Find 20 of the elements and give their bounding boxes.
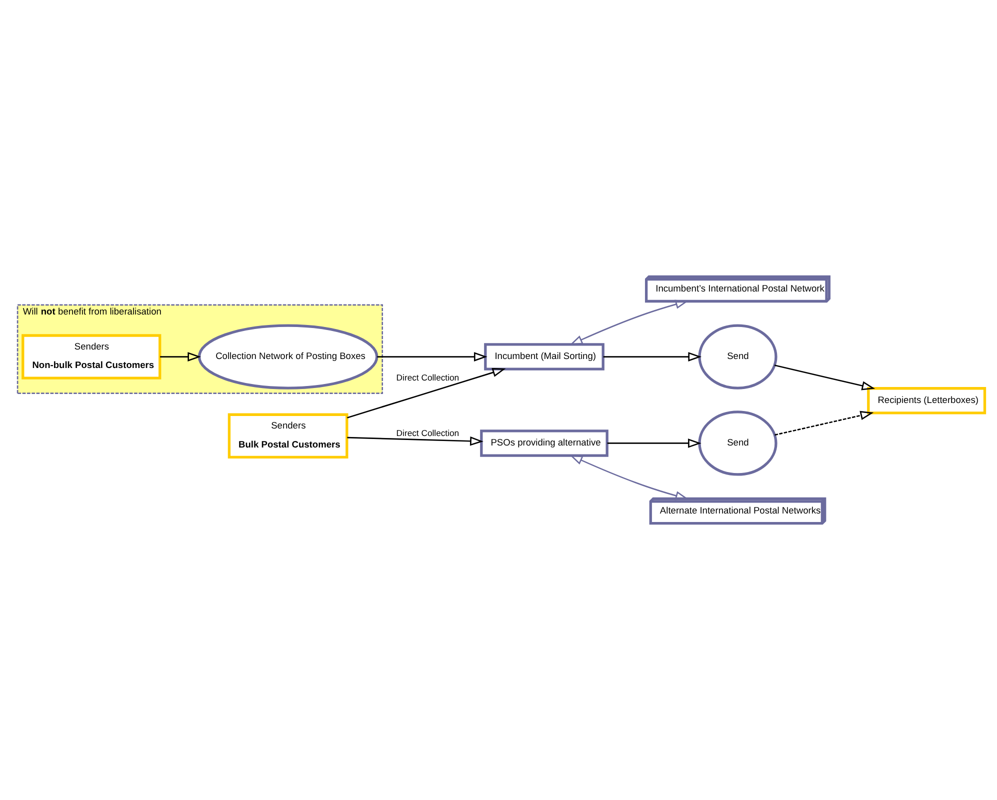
arrow <box>607 438 702 448</box>
node-ellipse: Send <box>698 410 778 476</box>
arrow <box>347 436 484 446</box>
arrow <box>377 352 488 362</box>
edge-label: Direct Collection <box>396 372 460 382</box>
arrow <box>347 368 506 418</box>
node-box: Recipients (Letterboxes) <box>867 387 986 414</box>
node-box: PSOs providing alternative <box>480 430 608 457</box>
node-ellipse: Send <box>698 324 778 390</box>
node-box: Senders Bulk Postal Customers <box>228 413 348 458</box>
arrow <box>569 454 689 500</box>
arrow <box>160 352 201 362</box>
arrow <box>603 352 702 362</box>
node-box: Senders Non-bulk Postal Customers <box>22 334 162 380</box>
node-ellipse: Collection Network of Posting Boxes <box>198 324 378 390</box>
edge-label: Direct Collection <box>396 428 460 438</box>
arrow <box>774 410 874 436</box>
arrow <box>569 300 689 346</box>
arrow <box>774 364 876 390</box>
node-box: Incumbent (Mail Sorting) <box>484 343 604 370</box>
